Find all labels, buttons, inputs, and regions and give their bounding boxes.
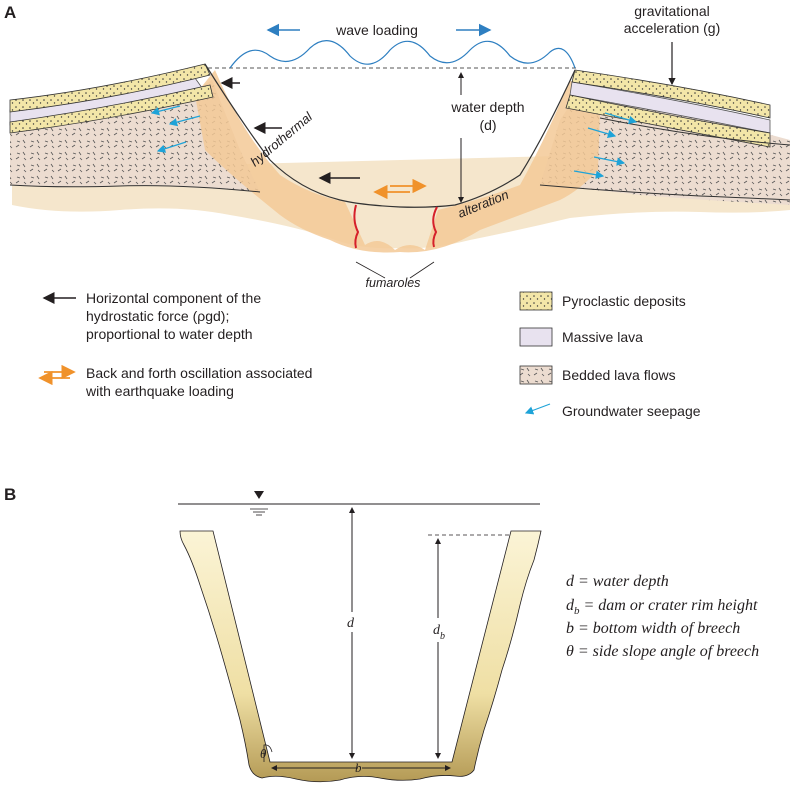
wave-loading-label: wave loading bbox=[335, 22, 418, 38]
seepage-arrow bbox=[150, 105, 181, 116]
massive-lava-swatch-icon bbox=[519, 327, 553, 347]
seepage-arrow bbox=[168, 115, 201, 127]
d-label: d bbox=[347, 616, 355, 631]
groundwater-arrow-icon bbox=[524, 403, 551, 415]
breach-section bbox=[179, 530, 542, 783]
hydrothermal-label: hydrothermal bbox=[247, 108, 316, 169]
gravitational-label-line1: gravitational bbox=[634, 3, 710, 19]
theta-arc bbox=[263, 744, 273, 762]
pyroclastic-swatch-icon bbox=[519, 291, 553, 311]
left-pyroclastic-top bbox=[9, 63, 211, 113]
db-label: db bbox=[433, 623, 445, 642]
legend-hydrostatic-line1: Horizontal component of the bbox=[86, 290, 261, 306]
legend-hydrostatic-line2: hydrostatic force (ρgd); bbox=[86, 308, 229, 324]
hydrothermal-alteration-zone bbox=[195, 70, 600, 253]
legend-hydrostatic-line3: proportional to water depth bbox=[86, 326, 253, 342]
definition-d: d = water depth bbox=[566, 573, 669, 590]
definition-theta: θ = side slope angle of breech bbox=[566, 643, 759, 660]
seepage-arrow bbox=[156, 141, 187, 153]
seepage-arrow bbox=[587, 127, 617, 138]
definition-b: b = bottom width of breech bbox=[566, 620, 740, 637]
seepage-arrow bbox=[573, 170, 605, 179]
panel-a-letter: A bbox=[4, 3, 16, 22]
legend-oscillation-line1: Back and forth oscillation associated bbox=[86, 365, 312, 381]
water-depth-label-line1: water depth bbox=[450, 99, 524, 115]
layer-base-line-left bbox=[9, 184, 261, 193]
definition-db: db = dam or crater rim height bbox=[566, 597, 758, 617]
layer-base-line-right bbox=[539, 184, 791, 201]
water-depth-label-line2: (d) bbox=[479, 117, 496, 133]
gravitational-label-line2: acceleration (g) bbox=[624, 20, 721, 36]
bedded-lava-swatch-icon bbox=[519, 365, 553, 385]
legend-pyroclastic: Pyroclastic deposits bbox=[562, 293, 686, 309]
theta-label: θ bbox=[260, 746, 267, 761]
right-layer-line bbox=[599, 117, 791, 146]
legend-groundwater: Groundwater seepage bbox=[562, 403, 701, 419]
seepage-arrow bbox=[593, 156, 626, 166]
seepage-arrow bbox=[604, 112, 638, 125]
water-level-icon bbox=[254, 491, 264, 499]
crater-surface bbox=[204, 63, 576, 208]
panel-b-letter: B bbox=[4, 485, 16, 504]
fumarole-leader-right bbox=[409, 261, 435, 279]
legend-oscillation-line2: with earthquake loading bbox=[85, 383, 234, 399]
legend-massive-lava: Massive lava bbox=[562, 329, 643, 345]
left-pyroclastic-lower bbox=[9, 84, 214, 134]
fumarole-leader-left bbox=[355, 261, 386, 279]
b-label: b bbox=[355, 760, 362, 775]
wave bbox=[229, 40, 576, 69]
fumarole-right bbox=[432, 206, 438, 248]
fumaroles-label: fumaroles bbox=[366, 276, 421, 290]
legend-bedded-lava: Bedded lava flows bbox=[562, 367, 676, 383]
fumarole-left bbox=[353, 204, 360, 249]
right-pyroclastic-top bbox=[571, 69, 771, 119]
